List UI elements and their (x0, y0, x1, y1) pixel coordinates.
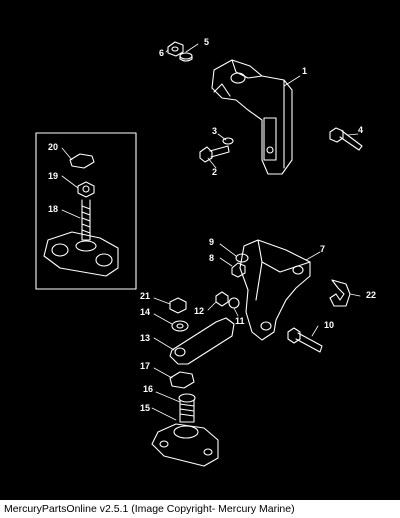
inset-frame (35, 132, 137, 290)
part-washer-11-12 (215, 291, 240, 309)
image-caption: MercuryPartsOnline v2.5.1 (Image Copyrig… (0, 500, 400, 518)
callout-2: 2 (212, 167, 217, 177)
part-bracket-1 (211, 59, 293, 175)
part-bracket-7 (239, 239, 311, 341)
part-nut-washer (167, 41, 193, 62)
callout-1: 1 (302, 66, 307, 76)
callout-20: 20 (48, 142, 58, 152)
callout-13: 13 (140, 333, 150, 343)
callout-9: 9 (209, 237, 214, 247)
callout-16: 16 (143, 384, 153, 394)
part-bolt-4 (329, 127, 363, 151)
callout-14: 14 (140, 307, 150, 317)
part-nut-14-21 (169, 297, 189, 332)
part-clip-22 (329, 279, 351, 307)
exploded-parts-diagram: 1 2 3 4 5 6 7 8 9 10 11 12 13 14 15 16 1… (35, 37, 376, 467)
inset-assembly (43, 153, 119, 277)
callout-5: 5 (204, 37, 209, 47)
callout-18: 18 (48, 204, 58, 214)
callout-15: 15 (140, 403, 150, 413)
callout-21: 21 (140, 291, 150, 301)
callout-4: 4 (358, 125, 363, 135)
part-link-13 (169, 317, 235, 365)
callout-3: 3 (212, 126, 217, 136)
callout-17: 17 (140, 361, 150, 371)
callout-12: 12 (194, 306, 204, 316)
callout-6: 6 (159, 48, 164, 58)
callout-7: 7 (320, 244, 325, 254)
callout-8: 8 (209, 253, 214, 263)
part-bolt-washer (199, 137, 234, 163)
leader-lines (61, 43, 361, 421)
callout-labels: 1 2 3 4 5 6 7 8 9 10 11 12 13 14 15 16 1… (48, 37, 376, 413)
callout-10: 10 (324, 320, 334, 330)
diagram-svg: 1 2 3 4 5 6 7 8 9 10 11 12 13 14 15 16 1… (35, 37, 376, 467)
part-mount-15-16 (151, 393, 219, 467)
part-wingnut-17 (169, 371, 195, 389)
callout-22: 22 (366, 290, 376, 300)
callout-11: 11 (235, 316, 245, 326)
callout-19: 19 (48, 171, 58, 181)
part-bolt-10 (287, 327, 323, 353)
part-nut-8-9 (231, 253, 249, 278)
